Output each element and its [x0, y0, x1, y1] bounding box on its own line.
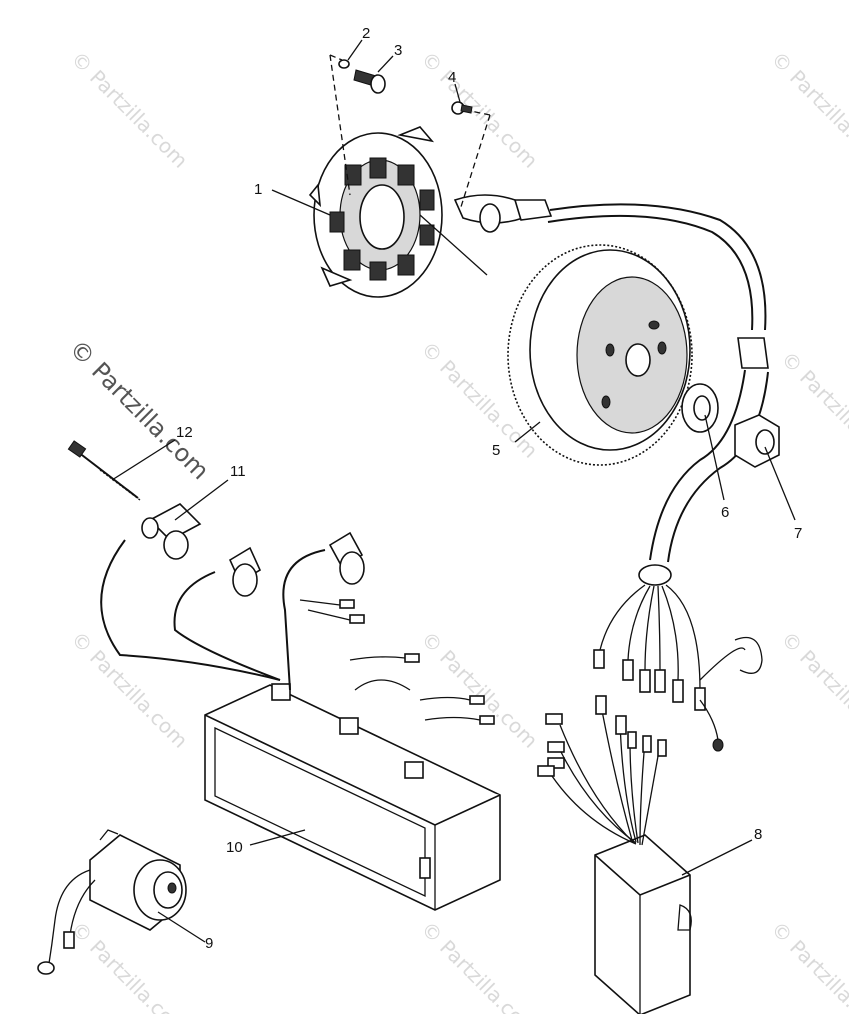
- callout-3: 3: [394, 42, 402, 59]
- watermark: © Partzilla.com: [416, 917, 542, 1014]
- stator-harness-lower: [649, 369, 746, 561]
- lock-washer: [338, 59, 350, 69]
- callout-9: 9: [205, 935, 213, 952]
- callout-7: 7: [794, 525, 802, 542]
- stator-assembly: [308, 126, 553, 298]
- callout-5: 5: [492, 442, 500, 459]
- leader-lines: [111, 39, 796, 943]
- screw-4-leader: [459, 114, 491, 211]
- watermark: © Partzilla.com: [66, 627, 192, 753]
- stator-leader-dash: [419, 214, 488, 276]
- flywheel-washer: [681, 383, 719, 433]
- callout-12: 12: [176, 424, 193, 441]
- ht-leads: [100, 531, 495, 725]
- stator-harness-upper: [549, 203, 767, 331]
- harness-connectors: [593, 564, 763, 752]
- watermark: © Partzilla.com: [776, 347, 849, 473]
- starter-solenoid: [37, 829, 187, 975]
- stator-harness-upper-b: [547, 214, 754, 331]
- screw-2-leader-tick: [329, 54, 343, 61]
- flywheel-nut: [734, 414, 780, 468]
- stator-harness-lower-b: [667, 371, 769, 563]
- watermark: © Partzilla.com: [766, 917, 849, 1014]
- callout-1: 1: [254, 181, 262, 198]
- screw-2-leader: [329, 54, 351, 196]
- callout-10: 10: [226, 839, 243, 856]
- callout-6: 6: [721, 504, 729, 521]
- cdi-module: [537, 695, 692, 1014]
- callout-2: 2: [362, 25, 370, 42]
- watermark: © Partzilla.com: [66, 47, 192, 173]
- callout-8: 8: [754, 826, 762, 843]
- watermark: © Partzilla.com: [416, 627, 542, 753]
- watermark: © Partzilla.com: [776, 627, 849, 753]
- watermark: © Partzilla.com: [416, 47, 542, 173]
- callouts: 1 2 3 4 5 6 7 8 9 10 11 12: [176, 25, 802, 952]
- harness-break: [737, 337, 769, 369]
- stator-screw: [353, 69, 386, 94]
- spark-plug-cap: [141, 503, 202, 560]
- flywheel: [507, 244, 693, 466]
- ignition-coil: [204, 683, 501, 911]
- callout-4: 4: [448, 69, 456, 86]
- watermark: © Partzilla.com: [766, 47, 849, 173]
- watermark: © Partzilla.com: [66, 917, 192, 1014]
- cable-tie: [67, 440, 141, 501]
- pickup-screw: [451, 101, 473, 115]
- callout-11: 11: [230, 463, 246, 480]
